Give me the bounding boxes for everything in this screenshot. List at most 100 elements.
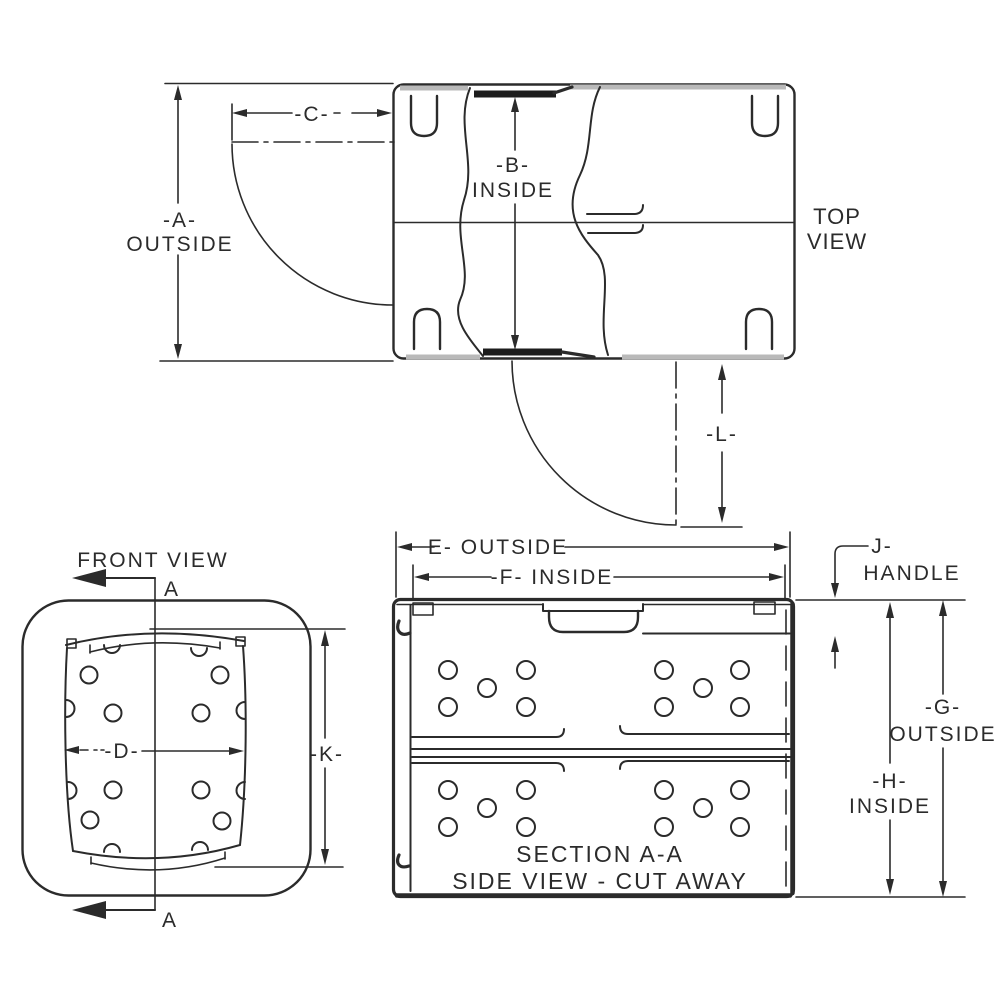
panel-top-arc [65,632,245,646]
perforation-hole [730,697,750,717]
corner-slot-top-right [750,94,780,138]
perforation-group-lower-left [438,780,536,837]
perforation-hole [693,678,713,698]
front-view: FRONT VIEW A A [21,549,312,932]
panel-corner-notch [235,636,246,647]
corner-slot-bottom-left [412,307,442,351]
perforation-hole [438,697,458,717]
perforation-hole [191,703,211,723]
perforation-hole [212,811,232,831]
dimension-k: -K- [149,628,346,868]
dimension-l: -L- [706,364,738,523]
upper-shelf-right [619,725,790,735]
dim-c-arrow-left [232,109,247,117]
perforation-half-hole [103,843,121,853]
dim-l-arrow-down [718,507,726,523]
perforation-hole [654,780,674,800]
latch-clip-lower [587,224,644,234]
perforation-hole [730,660,750,680]
perforation-hole [438,780,458,800]
dimension-b: -B- INSIDE [472,97,552,350]
perforation-half-hole [191,841,209,851]
left-wall-hook-top [396,619,412,636]
perforation-hole [79,665,99,685]
top-view-title: TOP VIEW [807,204,866,254]
dim-b-arrow-down [511,335,519,350]
perforation-hole [516,660,536,680]
perforation-hole [516,697,536,717]
dim-d-arrow-right [229,747,244,755]
perforation-hole [80,810,100,830]
dim-e-arrow-left [397,543,412,551]
dim-h-qualifier: INSIDE [849,795,931,818]
panel-bottom-lip [90,857,226,871]
latch-clip-upper [586,204,644,215]
dim-k-arrow-up [321,630,329,646]
dim-a-label: -A- [163,209,197,232]
dimension-e: E- OUTSIDE [395,531,791,598]
perforation-hole [516,780,536,800]
perforation-hole [477,798,497,818]
top-tab-right [753,601,776,615]
perforation-half-hole [190,647,208,657]
dim-c-arrow-right [377,109,392,117]
section-marker-top: A [164,578,180,601]
dim-a-arrow-up [174,85,182,100]
dim-j-arrow-up [831,636,839,652]
panel-corner-notch [66,638,77,649]
dimension-f: -F- INSIDE [412,564,786,601]
dim-l-label: -L- [706,423,738,446]
dim-h-arrow-down [886,879,894,895]
dim-g-arrow-down [939,881,947,897]
dim-f-arrow-left [414,573,429,581]
perforation-hole [516,817,536,837]
front-view-outline [21,599,312,897]
door-swing-bottom [511,360,743,528]
handle-trough [547,609,640,634]
perforation-half-hole [65,699,76,718]
perforation-hole [210,665,230,685]
dim-a-arrow-down [174,344,182,359]
perforation-hole [438,660,458,680]
perforation-hole [654,817,674,837]
top-view-title-line1: TOP [813,204,861,229]
section-title-line2: SIDE VIEW - CUT AWAY [452,868,748,894]
dim-k-label: -K- [310,743,344,766]
dim-e-arrow-right [774,543,789,551]
dim-l-arrow-up [718,364,726,380]
perforation-group-upper-left [438,660,536,717]
dim-e-label: E- OUTSIDE [428,536,568,559]
dim-j-label: J- [871,535,893,558]
dim-f-label: -F- INSIDE [491,566,614,589]
perforation-half-hole [235,781,246,800]
left-wall-hook-bottom [396,853,411,869]
upper-shelf-left [411,728,565,738]
dim-j-qualifier: HANDLE [863,562,960,585]
panel-right-edge [239,645,247,846]
perforation-hole [654,697,674,717]
dim-d-label: -D- [104,740,139,763]
section-side-view: SECTION A-A SIDE VIEW - CUT AWAY [391,597,796,899]
break-line-right [571,86,609,356]
dim-b-label: -B- [496,154,530,177]
dimension-j: J- HANDLE [831,535,960,669]
dim-k-arrow-down [321,849,329,865]
handle-lip [542,603,644,612]
perforation-hole [103,703,123,723]
dim-g-qualifier: OUTSIDE [889,723,996,746]
lid-swing-arc [231,143,394,306]
perforation-hole [730,817,750,837]
top-view-outline [392,83,796,360]
inside-edge-bar-bottom-step [560,350,596,359]
section-arrow-top [72,569,106,587]
panel-left-edge [64,647,74,852]
perforation-hole [693,798,713,818]
lid-swing-left [231,141,399,306]
perforation-hole [103,780,123,800]
perforation-half-hole [103,644,121,654]
dimension-g: -G- OUTSIDE [889,600,996,897]
front-view-title: FRONT VIEW [77,549,228,572]
dim-j-leader [834,545,869,584]
